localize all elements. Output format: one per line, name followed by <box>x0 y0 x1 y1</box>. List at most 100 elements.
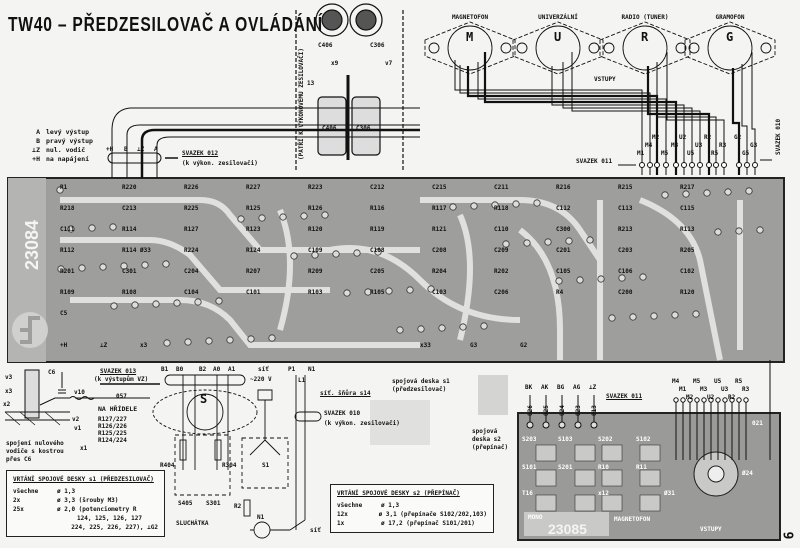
shaft-label-v3: v3 <box>5 374 13 381</box>
bundle-010-label: SVAZEK 010 <box>775 118 782 155</box>
component-label: C101 <box>246 289 261 296</box>
component-label: C209 <box>494 247 509 254</box>
board2-component-label: S203 <box>522 436 537 443</box>
pcb-pad <box>597 275 605 283</box>
board2-wire-label: R2 <box>728 394 736 401</box>
board2-component-label: x12 <box>598 490 609 497</box>
component-label: C206 <box>494 289 509 296</box>
board2-pin-label: BK <box>525 384 533 391</box>
board2-label-vstupy: VSTUPY <box>700 526 722 533</box>
input-wire <box>751 52 756 175</box>
wire-terminal <box>647 162 653 168</box>
connector-name-magnetofon: MAGNETOFON <box>451 14 489 21</box>
input-wire <box>551 66 685 175</box>
board2-pin-code: 024 <box>559 405 566 416</box>
wire-terminal <box>694 397 700 403</box>
wire-terminal <box>713 162 719 168</box>
component-label: R201 <box>60 268 75 275</box>
mains-pin-n1: N1 <box>308 366 316 373</box>
pcb-pad <box>258 214 266 222</box>
wire-label: M2 <box>652 134 660 141</box>
wire-terminal <box>654 162 660 168</box>
board2-pin-label: ⊥Z <box>589 384 597 391</box>
bundle-012-title: SVAZEK 012 <box>182 150 219 157</box>
switch-pin-label: B0 <box>176 366 184 373</box>
pcb-pad <box>555 277 563 285</box>
pcb-pad <box>332 250 340 258</box>
test-point-label: G2 <box>520 342 528 349</box>
pcb-pad <box>459 323 467 331</box>
component-label: R109 <box>60 289 75 296</box>
wire-terminal <box>687 397 693 403</box>
pcb-pad <box>438 324 446 332</box>
pcb-pad <box>576 276 584 284</box>
pcb-pad <box>109 223 117 231</box>
input-wire <box>731 68 741 175</box>
switch-pin-label: B2 <box>199 366 207 373</box>
note-line: přes C6 <box>6 456 32 463</box>
headphones-label: SLUCHÁTKA <box>176 520 209 527</box>
bundle-012-pin: A <box>154 146 158 153</box>
component-label: R223 <box>308 184 323 191</box>
shaft-label-057: 057 <box>116 393 127 400</box>
input-wire <box>459 65 651 175</box>
connector-name-univerzalni: UNIVERZÁLNÍ <box>538 14 578 21</box>
shaft-label-v2: v2 <box>72 416 80 423</box>
switch-contact-label: S405 <box>178 500 193 507</box>
wire-label: M3 <box>671 142 679 149</box>
pcb-pad <box>502 240 510 248</box>
pcb-pad <box>343 289 351 297</box>
component-label: R116 <box>370 205 385 212</box>
input-wire <box>454 60 643 175</box>
board2-bundle-title: SVAZEK 011 <box>606 393 643 400</box>
wire-label: R2 <box>704 134 712 141</box>
input-connectors <box>424 21 776 75</box>
pcb-pad <box>88 224 96 232</box>
component-label: C108 <box>370 247 385 254</box>
cap-body-c406: C406 <box>322 125 337 132</box>
component-label: R225 <box>184 205 199 212</box>
wire-terminal <box>736 397 742 403</box>
pcb-pad <box>650 312 658 320</box>
pcb-pad <box>470 202 478 210</box>
pcb-pad <box>703 189 711 197</box>
board2-component-label: R10 <box>598 464 609 471</box>
pot-pair: R127/227 <box>98 416 127 423</box>
pcb-pad <box>724 188 732 196</box>
pcb-pad <box>300 212 308 220</box>
mains-switch-s1: S1 <box>262 462 270 469</box>
mains-voltage: ~220 V <box>250 376 272 383</box>
input-wire <box>483 52 678 175</box>
mains-label-sit: síť <box>258 366 269 373</box>
component-label: R224 <box>184 247 199 254</box>
pcb-pad <box>78 264 86 272</box>
wire-label: G3 <box>750 142 758 149</box>
wire-label: U3 <box>695 142 703 149</box>
mains-pin-p1: P1 <box>288 366 296 373</box>
pcb-pad <box>194 298 202 306</box>
page-title: TW40 – PŘEDZESILOVAČ A OVLÁDÁNÍ <box>8 14 323 36</box>
bundle-012-subtitle: (k výkon. zesilovači) <box>182 160 258 167</box>
pcb-pad <box>714 228 722 236</box>
pcb-pad <box>756 226 764 234</box>
component-label: R126 <box>308 205 323 212</box>
component-label: C103 <box>432 289 447 296</box>
connector-letter-m: M <box>466 30 474 44</box>
drill-table-1-title: VRTÁNÍ SPOJOVÉ DESKY s1 (PŘEDZESILOVAČ) <box>13 476 154 483</box>
switch-pin-label: A0 <box>213 366 221 373</box>
switch-pin-label: A1 <box>228 366 236 373</box>
shaft-label-v10: v10 <box>74 389 85 396</box>
wire-terminal <box>673 397 679 403</box>
wire-terminal <box>722 397 728 403</box>
board2-wire-label: M5 <box>693 378 701 385</box>
pcb-pad <box>268 334 276 342</box>
connector-letter-r: R <box>641 30 649 44</box>
pcb-pad <box>374 248 382 256</box>
wire-terminal <box>743 397 749 403</box>
test-point-label: ⊥Z <box>100 342 108 349</box>
bundle-010-subtitle: (k výkon. zesilovači) <box>324 420 400 427</box>
connector-name-gramofon: GRAMOFON <box>715 14 745 21</box>
component-label: R114 <box>122 226 137 233</box>
